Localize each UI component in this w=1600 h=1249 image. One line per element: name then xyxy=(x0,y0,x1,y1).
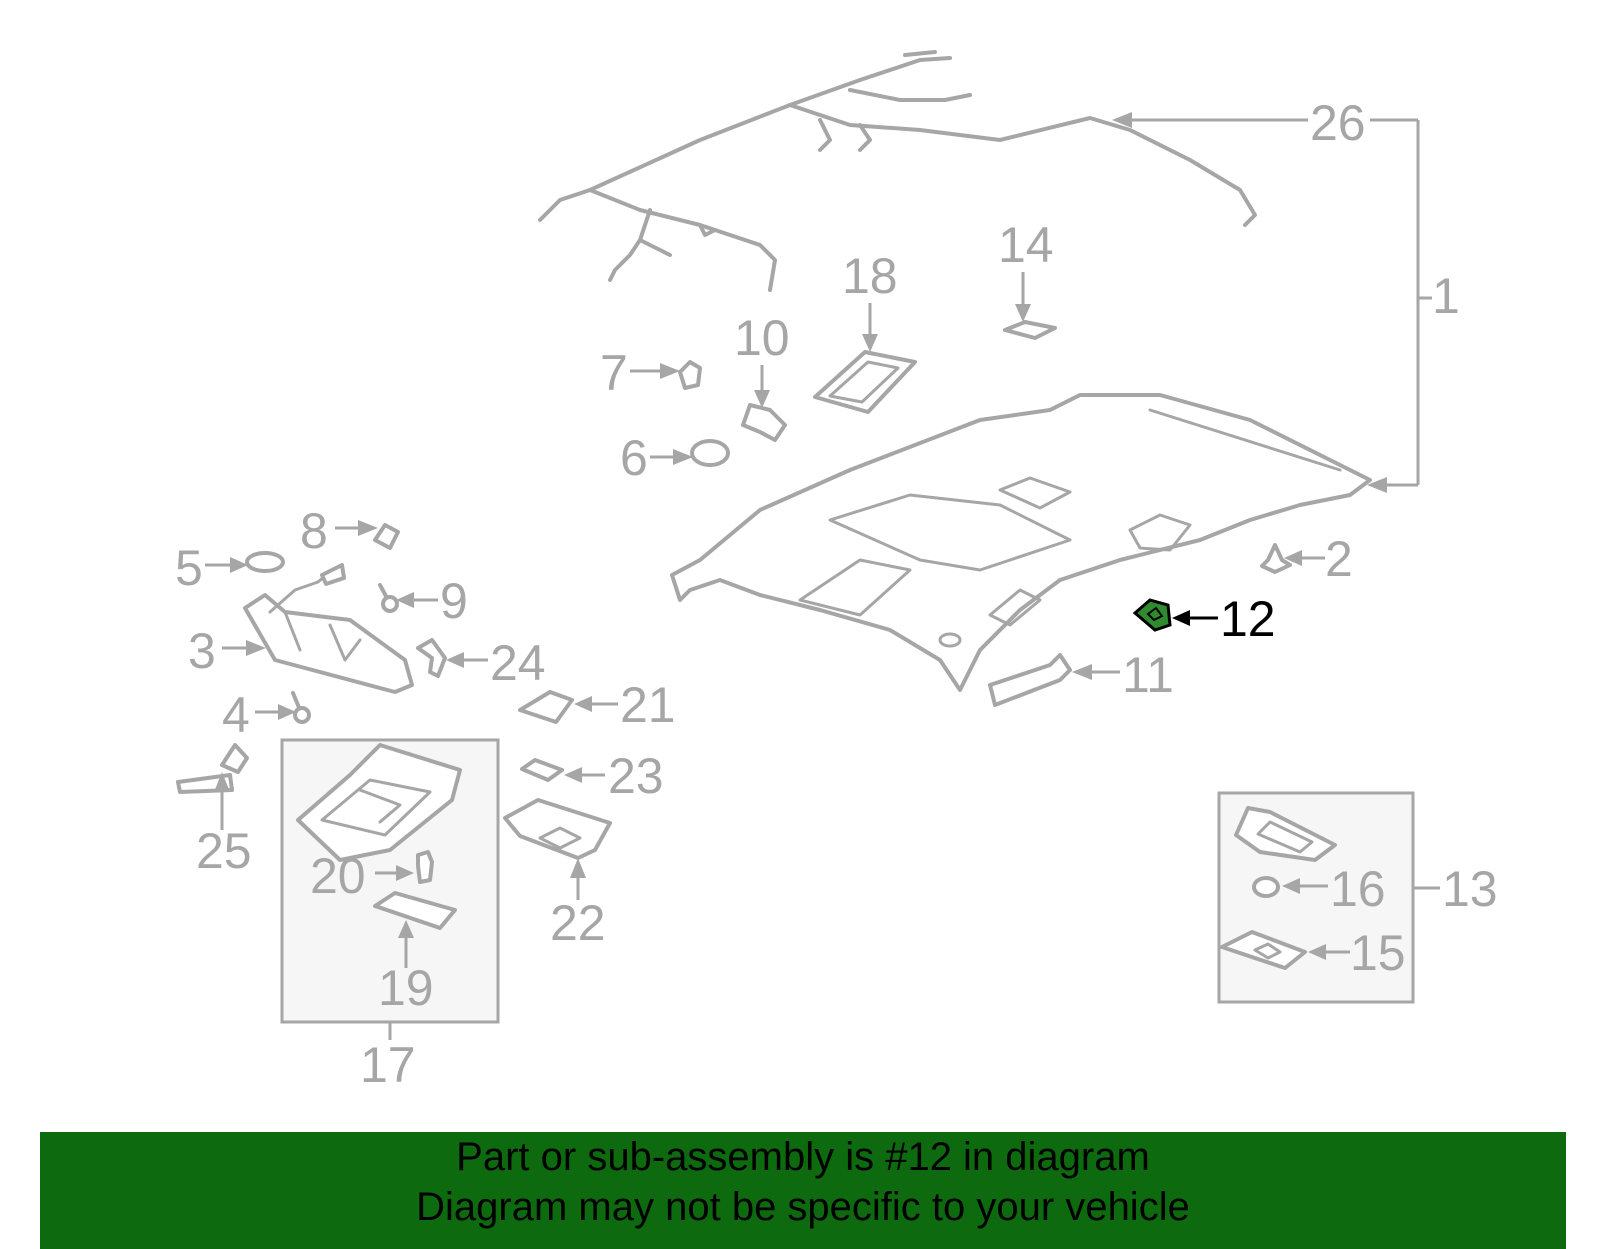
part-20-bulb[interactable] xyxy=(416,850,434,884)
part-26-wiring-harness[interactable] xyxy=(538,50,1257,292)
callout-labels: 26 1 14 18 10 7 6 2 12 11 8 5 9 3 24 4 2… xyxy=(175,95,1498,1093)
callout-7: 7 xyxy=(600,345,628,401)
info-banner: Part or sub-assembly is #12 in diagram D… xyxy=(40,1132,1566,1249)
banner-line-1: Part or sub-assembly is #12 in diagram xyxy=(456,1135,1150,1179)
callout-21: 21 xyxy=(620,677,676,733)
callout-16: 16 xyxy=(1330,861,1386,917)
part-15-lens[interactable] xyxy=(1220,930,1307,970)
part-18-bezel[interactable] xyxy=(813,350,917,414)
part-21-pad[interactable] xyxy=(518,690,574,724)
callout-2: 2 xyxy=(1325,531,1353,587)
part-12-highlighted[interactable] xyxy=(1132,598,1172,632)
callout-6: 6 xyxy=(620,430,648,486)
part-3-sun-visor[interactable] xyxy=(243,563,414,694)
callout-3: 3 xyxy=(188,623,216,679)
callout-12[interactable]: 12 xyxy=(1220,591,1276,647)
part-22-console[interactable] xyxy=(503,798,612,860)
part-14-pad[interactable] xyxy=(1003,320,1057,340)
part-2-clip[interactable] xyxy=(1260,543,1292,574)
callout-17: 17 xyxy=(360,1037,416,1093)
part-13-dome-lamp[interactable] xyxy=(1234,806,1337,862)
callout-1: 1 xyxy=(1432,268,1460,324)
part-8-clip[interactable] xyxy=(373,523,400,550)
part-23-pad[interactable] xyxy=(520,758,564,782)
part-11-handle[interactable] xyxy=(988,653,1072,707)
part-1-headliner[interactable] xyxy=(670,393,1372,692)
part-7-clip[interactable] xyxy=(678,360,702,390)
callout-23: 23 xyxy=(608,748,664,804)
callout-19: 19 xyxy=(378,960,434,1016)
part-17-overhead-console[interactable] xyxy=(296,743,462,862)
callout-15: 15 xyxy=(1350,925,1406,981)
callout-8: 8 xyxy=(300,503,328,559)
leader-lines xyxy=(205,112,1440,1040)
callout-11: 11 xyxy=(1122,647,1174,703)
callout-14: 14 xyxy=(998,217,1054,273)
callout-4: 4 xyxy=(222,687,250,743)
callout-10: 10 xyxy=(734,310,790,366)
callout-18: 18 xyxy=(842,248,898,304)
callout-25: 25 xyxy=(196,823,252,879)
part-5-washer[interactable] xyxy=(245,551,285,573)
callout-9: 9 xyxy=(440,573,468,629)
part-24-bracket[interactable] xyxy=(416,638,447,678)
callout-20: 20 xyxy=(310,848,366,904)
part-9-screw[interactable] xyxy=(378,583,399,613)
part-16-bulb[interactable] xyxy=(1252,876,1280,898)
callout-5: 5 xyxy=(175,540,203,596)
part-10-bracket[interactable] xyxy=(741,403,787,442)
callout-22: 22 xyxy=(550,895,606,951)
callout-24: 24 xyxy=(490,635,546,691)
callout-13: 13 xyxy=(1442,861,1498,917)
part-19-lens[interactable] xyxy=(373,891,457,930)
part-6-grommet[interactable] xyxy=(690,439,730,467)
banner-line-2: Diagram may not be specific to your vehi… xyxy=(416,1185,1190,1229)
part-4-screw[interactable] xyxy=(291,691,311,724)
callout-26: 26 xyxy=(1310,95,1366,151)
part-25-bracket[interactable] xyxy=(176,743,249,794)
